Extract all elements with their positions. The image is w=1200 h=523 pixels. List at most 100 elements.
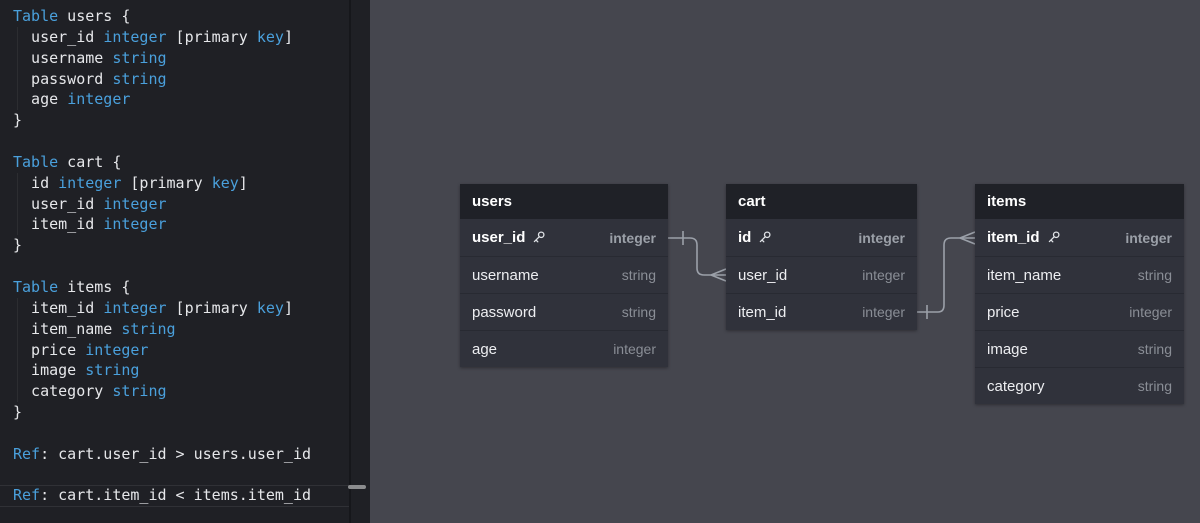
field-type: integer xyxy=(858,229,905,246)
field-name: user_id xyxy=(472,229,546,246)
code-token: [primary xyxy=(121,173,212,192)
field-type: string xyxy=(1137,267,1172,283)
code-line[interactable]: item_id integer xyxy=(0,214,350,235)
editor-panel-divider[interactable] xyxy=(349,0,351,523)
field-type: string xyxy=(1137,341,1172,357)
code-line[interactable]: item_id integer [primary key] xyxy=(0,298,350,319)
code-line[interactable]: item_name string xyxy=(0,319,350,340)
code-token: key xyxy=(256,298,284,317)
code-line[interactable]: image string xyxy=(0,360,350,381)
field-name-label: item_id xyxy=(738,303,787,321)
code-editor[interactable]: Table users { user_id integer [primary k… xyxy=(0,0,370,523)
code-line[interactable] xyxy=(0,131,350,152)
code-line[interactable]: } xyxy=(0,110,350,131)
code-token: Table xyxy=(13,152,59,171)
code-line[interactable] xyxy=(0,256,350,277)
code-token: string xyxy=(121,319,176,338)
active-line-bottom-border xyxy=(0,506,350,507)
code-token: integer xyxy=(103,215,167,234)
field-name: user_id xyxy=(738,267,787,284)
code-token: cart { xyxy=(58,152,122,171)
code-line[interactable]: Table items { xyxy=(0,277,350,298)
field-type: integer xyxy=(1129,304,1172,320)
code-line[interactable]: } xyxy=(0,402,350,423)
code-token: Ref xyxy=(13,444,41,463)
code-token: : cart.user_id > users.user_id xyxy=(40,444,312,463)
relationship-line[interactable] xyxy=(917,237,975,313)
code-text-area[interactable]: Table users { user_id integer [primary k… xyxy=(0,6,350,506)
code-token: : cart.item_id < items.item_id xyxy=(40,486,312,505)
code-token: Ref xyxy=(13,486,41,505)
code-token: integer xyxy=(58,173,122,192)
code-line[interactable]: Ref: cart.item_id < items.item_id xyxy=(0,485,350,506)
crow-foot-icon xyxy=(959,231,976,245)
code-token: image xyxy=(13,361,86,380)
table-row-user_id[interactable]: user_id integer xyxy=(726,256,917,293)
scrollbar-thumb[interactable] xyxy=(348,485,366,489)
indent-guide xyxy=(17,172,18,236)
field-name: item_name xyxy=(987,267,1061,284)
code-line[interactable]: category string xyxy=(0,381,350,402)
table-row-item_name[interactable]: item_name string xyxy=(975,256,1184,293)
field-type: string xyxy=(1137,378,1172,394)
code-line[interactable]: Table users { xyxy=(0,6,350,27)
indent-guide xyxy=(17,297,18,403)
code-line[interactable]: } xyxy=(0,235,350,256)
field-name-label: user_id xyxy=(738,266,788,284)
code-token: user_id xyxy=(13,27,104,46)
code-token: string xyxy=(85,361,140,380)
field-name-label: id xyxy=(738,229,752,246)
field-type: integer xyxy=(613,341,656,357)
code-line[interactable]: user_id integer [primary key] xyxy=(0,27,350,48)
code-token: integer xyxy=(103,27,167,46)
code-token: ] xyxy=(283,298,293,317)
code-token: integer xyxy=(103,194,167,213)
field-name: username xyxy=(472,267,539,284)
code-token: users { xyxy=(58,7,131,25)
table-row-id[interactable]: id integer xyxy=(726,219,917,256)
code-line[interactable]: Table cart { xyxy=(0,152,350,173)
code-line[interactable] xyxy=(0,465,350,486)
code-line[interactable] xyxy=(0,423,350,444)
code-line[interactable]: id integer [primary key] xyxy=(0,173,350,194)
code-token: items { xyxy=(58,277,131,296)
relationship-line[interactable] xyxy=(668,237,726,276)
field-name: id xyxy=(738,229,772,246)
field-name: image xyxy=(987,341,1028,358)
relationship-users-cart[interactable] xyxy=(668,231,727,282)
table-row-item_id[interactable]: item_id integer xyxy=(726,293,917,330)
field-name-label: item_name xyxy=(987,266,1062,284)
code-line[interactable]: password string xyxy=(0,69,350,90)
code-token: item_name xyxy=(13,319,122,338)
field-type: integer xyxy=(862,267,905,283)
table-row-image[interactable]: image string xyxy=(975,330,1184,367)
table-header[interactable]: users xyxy=(460,184,668,219)
code-line[interactable]: username string xyxy=(0,48,350,69)
code-line[interactable]: Ref: cart.user_id > users.user_id xyxy=(0,444,350,465)
code-line[interactable]: age integer xyxy=(0,89,350,110)
field-name-label: image xyxy=(987,340,1028,358)
field-type: integer xyxy=(862,304,905,320)
indent-guide xyxy=(17,26,18,111)
primary-key-icon xyxy=(757,230,772,245)
code-token: item_id xyxy=(13,215,104,234)
code-token: Table xyxy=(13,277,59,296)
code-line[interactable]: price integer xyxy=(0,340,350,361)
table-header[interactable]: cart xyxy=(726,184,917,219)
active-line-top-border xyxy=(0,485,350,486)
table-header[interactable]: items xyxy=(975,184,1184,219)
relationship-cart-items[interactable] xyxy=(917,231,976,319)
code-line[interactable]: user_id integer xyxy=(0,194,350,215)
